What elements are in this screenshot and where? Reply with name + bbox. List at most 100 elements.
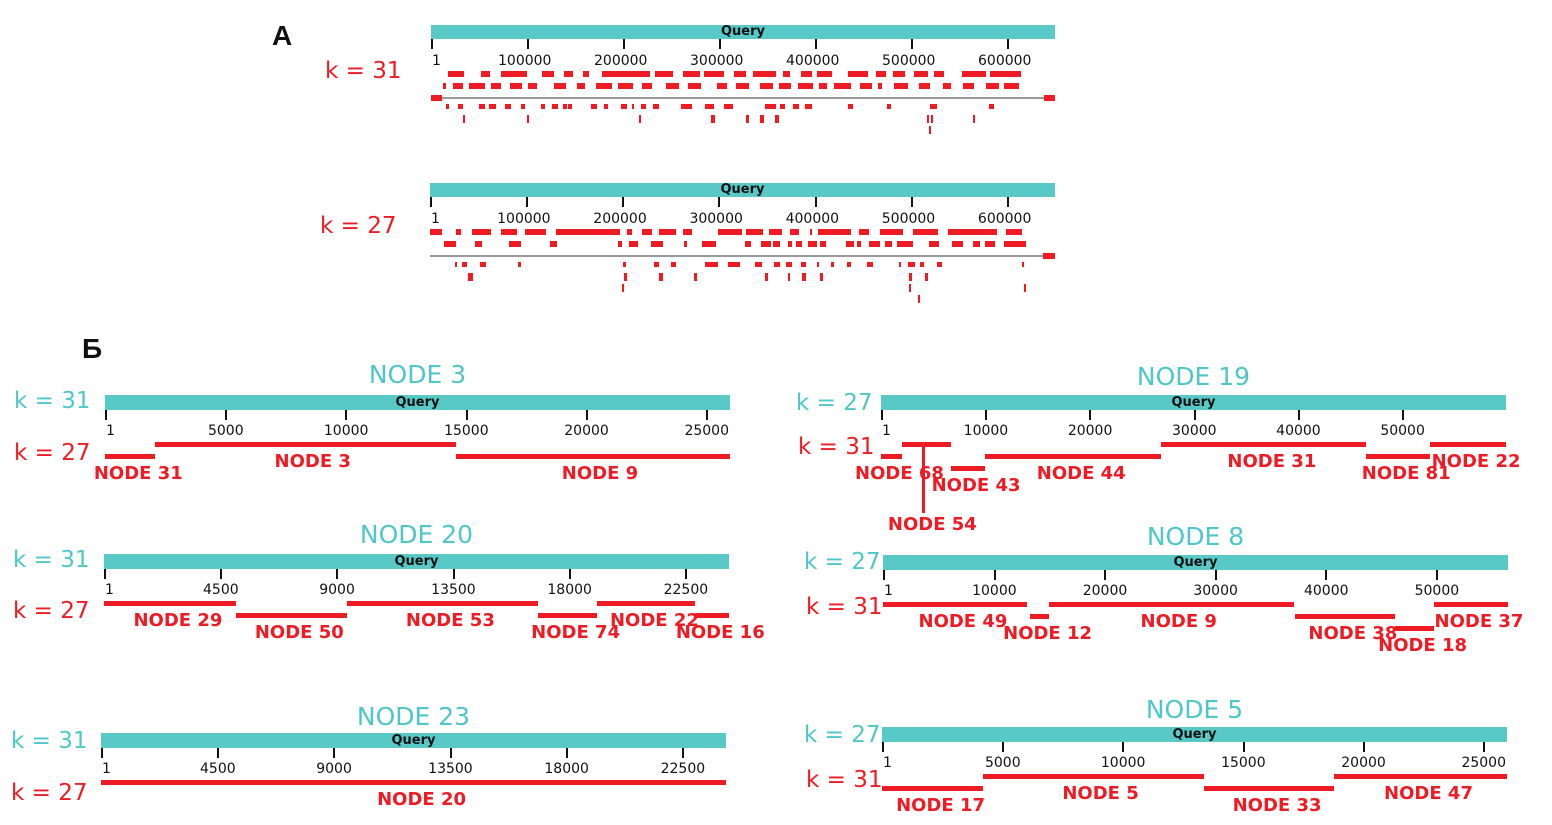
segment-label: NODE 5 bbox=[1062, 783, 1139, 804]
segment-label: NODE 31 bbox=[1227, 451, 1317, 472]
segment-label: NODE 33 bbox=[1232, 795, 1322, 816]
tick-label: 15000 bbox=[444, 423, 489, 439]
axis-tick bbox=[1122, 742, 1125, 752]
hit-segment bbox=[816, 262, 819, 267]
tick-label: 9000 bbox=[316, 761, 352, 777]
hit-segment bbox=[704, 104, 715, 109]
query-label: Query bbox=[720, 24, 765, 39]
hit-segment bbox=[869, 241, 880, 247]
hit-segment bbox=[985, 83, 1000, 89]
hit-segment bbox=[472, 229, 491, 235]
hit-segment bbox=[491, 83, 502, 89]
hit-segment bbox=[989, 71, 1022, 77]
alignment-segment bbox=[235, 613, 347, 618]
hit-segment bbox=[745, 241, 752, 247]
axis-tick bbox=[910, 197, 913, 207]
tick-label: 25000 bbox=[1461, 755, 1506, 771]
hit-segment bbox=[734, 71, 746, 77]
tick-label: 1 bbox=[102, 761, 111, 777]
axis-tick bbox=[101, 748, 103, 758]
alignment-segment bbox=[1433, 602, 1508, 607]
hit-segment bbox=[641, 104, 647, 109]
tick-label: 300000 bbox=[689, 211, 743, 227]
hit-segment bbox=[527, 83, 537, 89]
tick-label: 4500 bbox=[200, 761, 236, 777]
tick-label: 40000 bbox=[1276, 423, 1321, 439]
hit-segment bbox=[576, 83, 585, 89]
axis-tick bbox=[685, 569, 688, 579]
top-k-label: k = 31 bbox=[11, 728, 88, 754]
hit-segment bbox=[694, 273, 698, 281]
hit-segment bbox=[705, 262, 718, 267]
hit-segment bbox=[797, 83, 814, 89]
hit-segment bbox=[789, 229, 800, 235]
query-label: Query bbox=[720, 182, 765, 197]
hit-segment bbox=[899, 262, 902, 267]
segment-label: NODE 54 bbox=[887, 514, 977, 535]
hit-segment bbox=[918, 295, 921, 303]
tick-label: 20000 bbox=[1067, 423, 1113, 439]
hit-segment bbox=[551, 104, 558, 109]
axis-tick bbox=[105, 410, 107, 420]
hit-segment bbox=[847, 262, 852, 267]
axis-tick bbox=[719, 39, 721, 49]
hit-segment bbox=[475, 241, 482, 247]
hit-segment bbox=[856, 241, 861, 247]
axis-tick bbox=[526, 197, 529, 207]
hit-segment bbox=[818, 229, 852, 235]
hit-segment bbox=[442, 83, 447, 89]
hit-segment bbox=[745, 115, 749, 123]
panel-a-letter: А bbox=[272, 20, 293, 51]
hit-segment bbox=[801, 262, 806, 267]
hit-segment bbox=[603, 104, 608, 109]
hit-segment bbox=[508, 241, 522, 247]
axis-tick bbox=[1297, 410, 1300, 420]
baseline bbox=[430, 255, 1055, 257]
axis-tick bbox=[431, 39, 433, 49]
hit-segment bbox=[527, 115, 529, 123]
hit-segment bbox=[920, 262, 925, 267]
alignment-segment bbox=[882, 786, 983, 791]
hit-segment bbox=[639, 115, 642, 123]
hit-segment bbox=[564, 71, 574, 77]
axis-tick bbox=[527, 39, 529, 49]
hit-segment bbox=[796, 241, 803, 247]
hit-segment bbox=[830, 262, 834, 267]
hit-segment bbox=[542, 71, 554, 77]
axis-tick bbox=[568, 569, 571, 579]
hit-segment bbox=[984, 241, 996, 247]
tick-label: 1 bbox=[105, 582, 114, 598]
hit-segment bbox=[765, 104, 776, 109]
hit-segment bbox=[448, 71, 464, 77]
hit-segment bbox=[504, 104, 511, 109]
tick-label: 1 bbox=[431, 211, 440, 227]
axis-tick bbox=[333, 748, 336, 758]
alignment-segment bbox=[346, 601, 538, 606]
hit-segment bbox=[683, 241, 687, 247]
hit-segment bbox=[961, 71, 986, 77]
hit-segment bbox=[480, 262, 486, 267]
hit-segment bbox=[778, 83, 791, 89]
hit-segment bbox=[929, 126, 932, 134]
axis-tick bbox=[1362, 742, 1365, 752]
alignment-segment bbox=[883, 602, 1027, 607]
hit-segment bbox=[457, 104, 463, 109]
tick-label: 200000 bbox=[594, 53, 648, 69]
hit-segment bbox=[847, 71, 868, 77]
hit-segment bbox=[774, 262, 780, 267]
hit-segment bbox=[773, 241, 780, 247]
hit-segment bbox=[618, 83, 633, 89]
hit-segment bbox=[723, 104, 734, 109]
hit-segment bbox=[760, 115, 765, 123]
alignment-segment bbox=[1161, 442, 1367, 447]
hit-segment bbox=[752, 71, 776, 77]
hit-segment bbox=[918, 83, 931, 89]
hit-segment bbox=[455, 262, 457, 267]
hit-segment bbox=[717, 229, 742, 235]
hit-segment bbox=[431, 95, 442, 101]
tick-label: 400000 bbox=[785, 211, 840, 227]
alignment-segment bbox=[597, 601, 696, 606]
segment-label: NODE 68 bbox=[855, 463, 944, 484]
segment-label: NODE 9 bbox=[1140, 611, 1217, 632]
